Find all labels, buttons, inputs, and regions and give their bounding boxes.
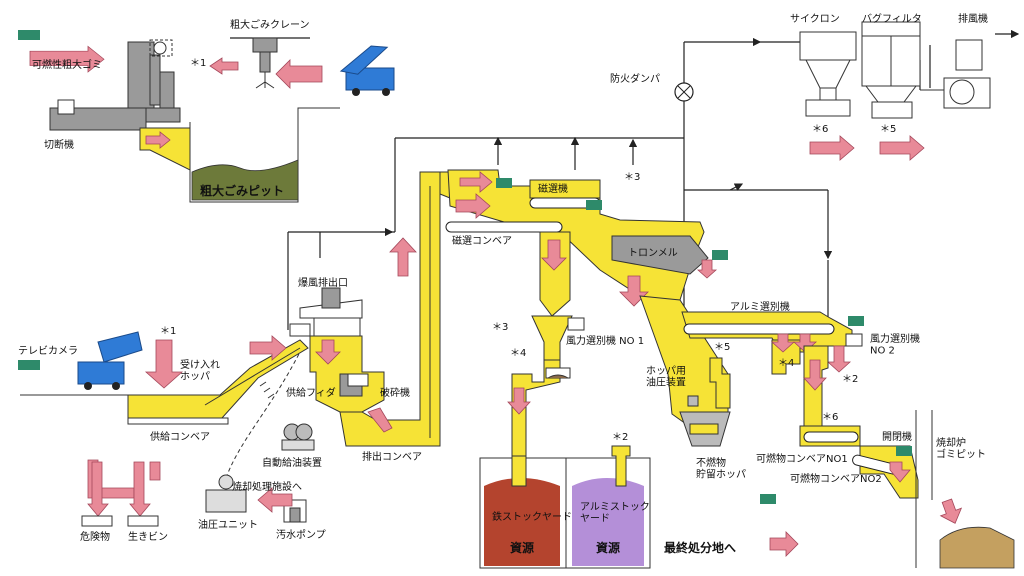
- mark-2b: ＊2: [842, 374, 858, 385]
- camera-icon: [18, 360, 40, 370]
- trommel-label: トロンメル: [628, 248, 678, 259]
- motor-icon: [289, 323, 311, 337]
- explosion-vent-label: 爆風排出口: [298, 276, 348, 289]
- cyclone-label: サイクロン: [790, 13, 840, 25]
- aluminum-section: [681, 311, 1015, 569]
- combustible-conveyor-1-label: 可燃物コンベアNO1: [756, 452, 848, 465]
- combustible-bulky-label: 可燃性粗大ゴミ: [32, 58, 102, 71]
- mark-1b: ＊1: [160, 326, 176, 337]
- mark-5a: ＊5: [714, 342, 730, 353]
- receiving-hopper-section: [20, 331, 309, 527]
- mark-1a: ＊1: [190, 58, 206, 69]
- motor-icon: [712, 250, 728, 260]
- motor-icon: [586, 200, 602, 210]
- wind-separator-1-label: 風力選別機 NO 1: [566, 334, 644, 347]
- fan-icon: [845, 333, 863, 347]
- bottles-cans-label: 生きビン: [128, 530, 168, 543]
- motor-icon: [347, 373, 369, 387]
- hazardous-label: 危険物: [80, 530, 110, 543]
- discharge-conveyor-label: 排出コンベア: [362, 450, 422, 463]
- iron-yard-label: 鉄ストックヤード: [492, 510, 572, 523]
- crane-label: 粗大ごみクレーン: [230, 18, 310, 31]
- magnetic-conveyor-label: 磁選コンベア: [452, 234, 512, 247]
- mark-4a: ＊4: [510, 348, 526, 359]
- motor-icon: [496, 178, 512, 188]
- fire-damper-label: 防火ダンパ: [610, 72, 660, 85]
- sewage-pump-label: 汚水ポンプ: [276, 528, 326, 541]
- motor-icon: [848, 316, 864, 326]
- receiving-hopper-label: 受け入れホッパ: [180, 359, 220, 383]
- mark-6a: ＊6: [812, 124, 828, 135]
- to-incineration-label: 焼却処理施設へ: [232, 480, 302, 493]
- bag-filter-label: バグフィルタ: [862, 12, 922, 25]
- trommel-body: [611, 235, 709, 275]
- hydraulic-unit-label: 油圧ユニット: [198, 518, 258, 531]
- magnetic-separator-label: 磁選機: [538, 182, 568, 195]
- to-final-disposal-label: 最終処分地へ: [664, 540, 736, 555]
- camera-icon: [760, 494, 776, 504]
- labels: 粗大ごみクレーン 可燃性粗大ゴミ 切断機 粗大ごみピット テレビカメラ 受け入れ…: [18, 12, 988, 555]
- alu-pile: [572, 478, 644, 566]
- hopper-hydraulic-label: ホッパ用油圧装置: [646, 365, 686, 389]
- crusher-label: 破砕機: [380, 386, 410, 399]
- iron-pile: [484, 478, 560, 566]
- bulky-pit-label: 粗大ごみピット: [200, 183, 284, 198]
- noncombustible-hopper-label: 不燃物貯留ホッパ: [696, 456, 746, 481]
- mark-5b: ＊5: [880, 124, 896, 135]
- mark-3b: ＊3: [492, 322, 508, 333]
- combustible-conveyor-2-label: 可燃物コンベアNO2: [790, 472, 882, 485]
- motor-icon: [896, 446, 912, 456]
- auto-lubricator-label: 自動給油装置: [262, 456, 322, 469]
- separation-section: [445, 169, 799, 569]
- mark-4b: ＊4: [778, 358, 794, 369]
- dust-collection: [674, 21, 991, 161]
- cutter-label: 切断機: [44, 138, 74, 151]
- exhaust-fan-label: 排風機: [958, 12, 988, 25]
- supply-feeder-label: 供給フィダ: [286, 386, 336, 399]
- aluminum-separator-label: アルミ選別機: [730, 300, 790, 313]
- truck-top: [339, 45, 395, 96]
- pit-chute: [139, 127, 191, 171]
- alu-yard-label: アルミストックヤード: [580, 501, 650, 525]
- mark-3a: ＊3: [624, 172, 640, 183]
- camera-icon: [18, 30, 40, 40]
- pit-soil: [191, 159, 299, 201]
- bulky-waste-receiving: [29, 37, 395, 203]
- mark-2a: ＊2: [612, 432, 628, 443]
- reference-marks: ＊1 ＊1 ＊2 ＊2 ＊3 ＊3 ＊4 ＊4 ＊5 ＊5 ＊6 ＊6: [160, 58, 896, 443]
- monitoring-devices: [18, 30, 912, 504]
- fan-icon: [567, 317, 585, 331]
- resource-1-label: 資源: [510, 540, 534, 555]
- mark-6b: ＊6: [822, 412, 838, 423]
- gate-label: 開閉機: [882, 430, 912, 443]
- supply-conveyor-label: 供給コンベア: [150, 430, 210, 443]
- tv-camera-label: テレビカメラ: [18, 345, 78, 357]
- resource-2-label: 資源: [596, 540, 620, 555]
- incinerator-pit-pile: [939, 526, 1015, 569]
- incinerator-pit-label: 焼却炉ゴミピット: [936, 437, 986, 461]
- truck-hopper: [77, 331, 143, 390]
